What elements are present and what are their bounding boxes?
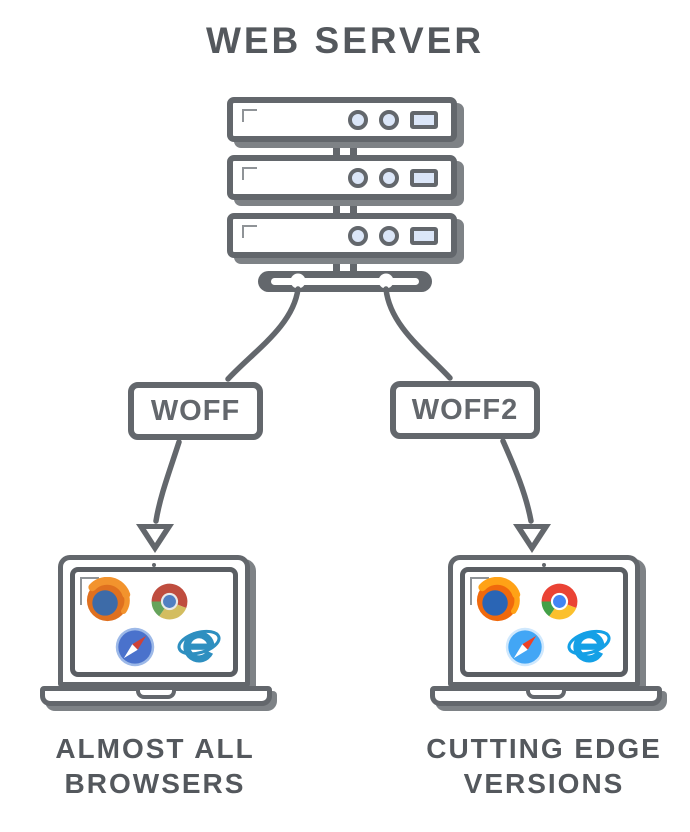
corner-mark [242, 109, 257, 122]
laptop-screen [70, 567, 238, 677]
internet-explorer-icon [177, 629, 221, 663]
firefox-icon [476, 577, 521, 622]
webcam-dot-icon [542, 563, 546, 567]
server-led-icon [348, 109, 368, 130]
webcam-dot-icon [152, 563, 156, 567]
firefox-icon [86, 577, 131, 622]
flow-curves [153, 286, 534, 524]
laptop-base [40, 686, 272, 706]
server-spine [333, 120, 357, 283]
caption-line: BROWSERS [64, 768, 246, 799]
server-led-icon [348, 167, 368, 188]
arrowhead-right [513, 524, 551, 553]
chrome-icon [151, 583, 188, 620]
junction-bar [258, 271, 432, 292]
corner-mark [242, 225, 257, 238]
curve-left-upper [225, 286, 301, 382]
server-unit [227, 155, 457, 200]
server-unit [227, 97, 457, 142]
laptop-notch [136, 690, 176, 699]
chrome-icon [541, 583, 578, 620]
safari-icon [505, 627, 545, 667]
laptop-body [58, 555, 250, 687]
woff2-label: WOFF2 [390, 381, 540, 439]
caption-line: ALMOST ALL [55, 733, 255, 764]
internet-explorer-icon [567, 629, 611, 663]
caption-right: CUTTING EDGE VERSIONS [404, 731, 684, 801]
server-drive-slot-icon [410, 168, 438, 187]
caption-line: CUTTING EDGE [426, 733, 662, 764]
server-led-icon [379, 225, 399, 246]
curve-right-lower [500, 438, 534, 524]
laptop-screen [460, 567, 628, 677]
junction-point-right [378, 273, 394, 289]
laptop-left [40, 555, 273, 707]
page-title: WEB SERVER [205, 20, 485, 61]
caption-line: VERSIONS [463, 768, 625, 799]
corner-mark [470, 577, 489, 605]
caption-left: ALMOST ALL BROWSERS [15, 731, 295, 801]
curve-left-lower [153, 439, 182, 524]
server-led-icon [348, 225, 368, 246]
laptop-base [430, 686, 662, 706]
corner-mark [242, 167, 257, 180]
corner-mark [80, 577, 99, 605]
safari-icon [115, 627, 155, 667]
server-drive-slot-icon [410, 110, 438, 129]
curve-right-upper [383, 286, 453, 381]
laptop-body [448, 555, 640, 687]
server-led-icon [379, 167, 399, 188]
junction-point-left [290, 273, 306, 289]
woff-label: WOFF [128, 382, 263, 440]
server-unit [227, 213, 457, 258]
compass-needle-icon [513, 635, 537, 659]
server-drive-slot-icon [410, 226, 438, 245]
compass-needle-icon [123, 635, 147, 659]
laptop-notch [526, 690, 566, 699]
laptop-right [430, 555, 663, 707]
arrowhead-left [136, 524, 174, 553]
server-led-icon [379, 109, 399, 130]
